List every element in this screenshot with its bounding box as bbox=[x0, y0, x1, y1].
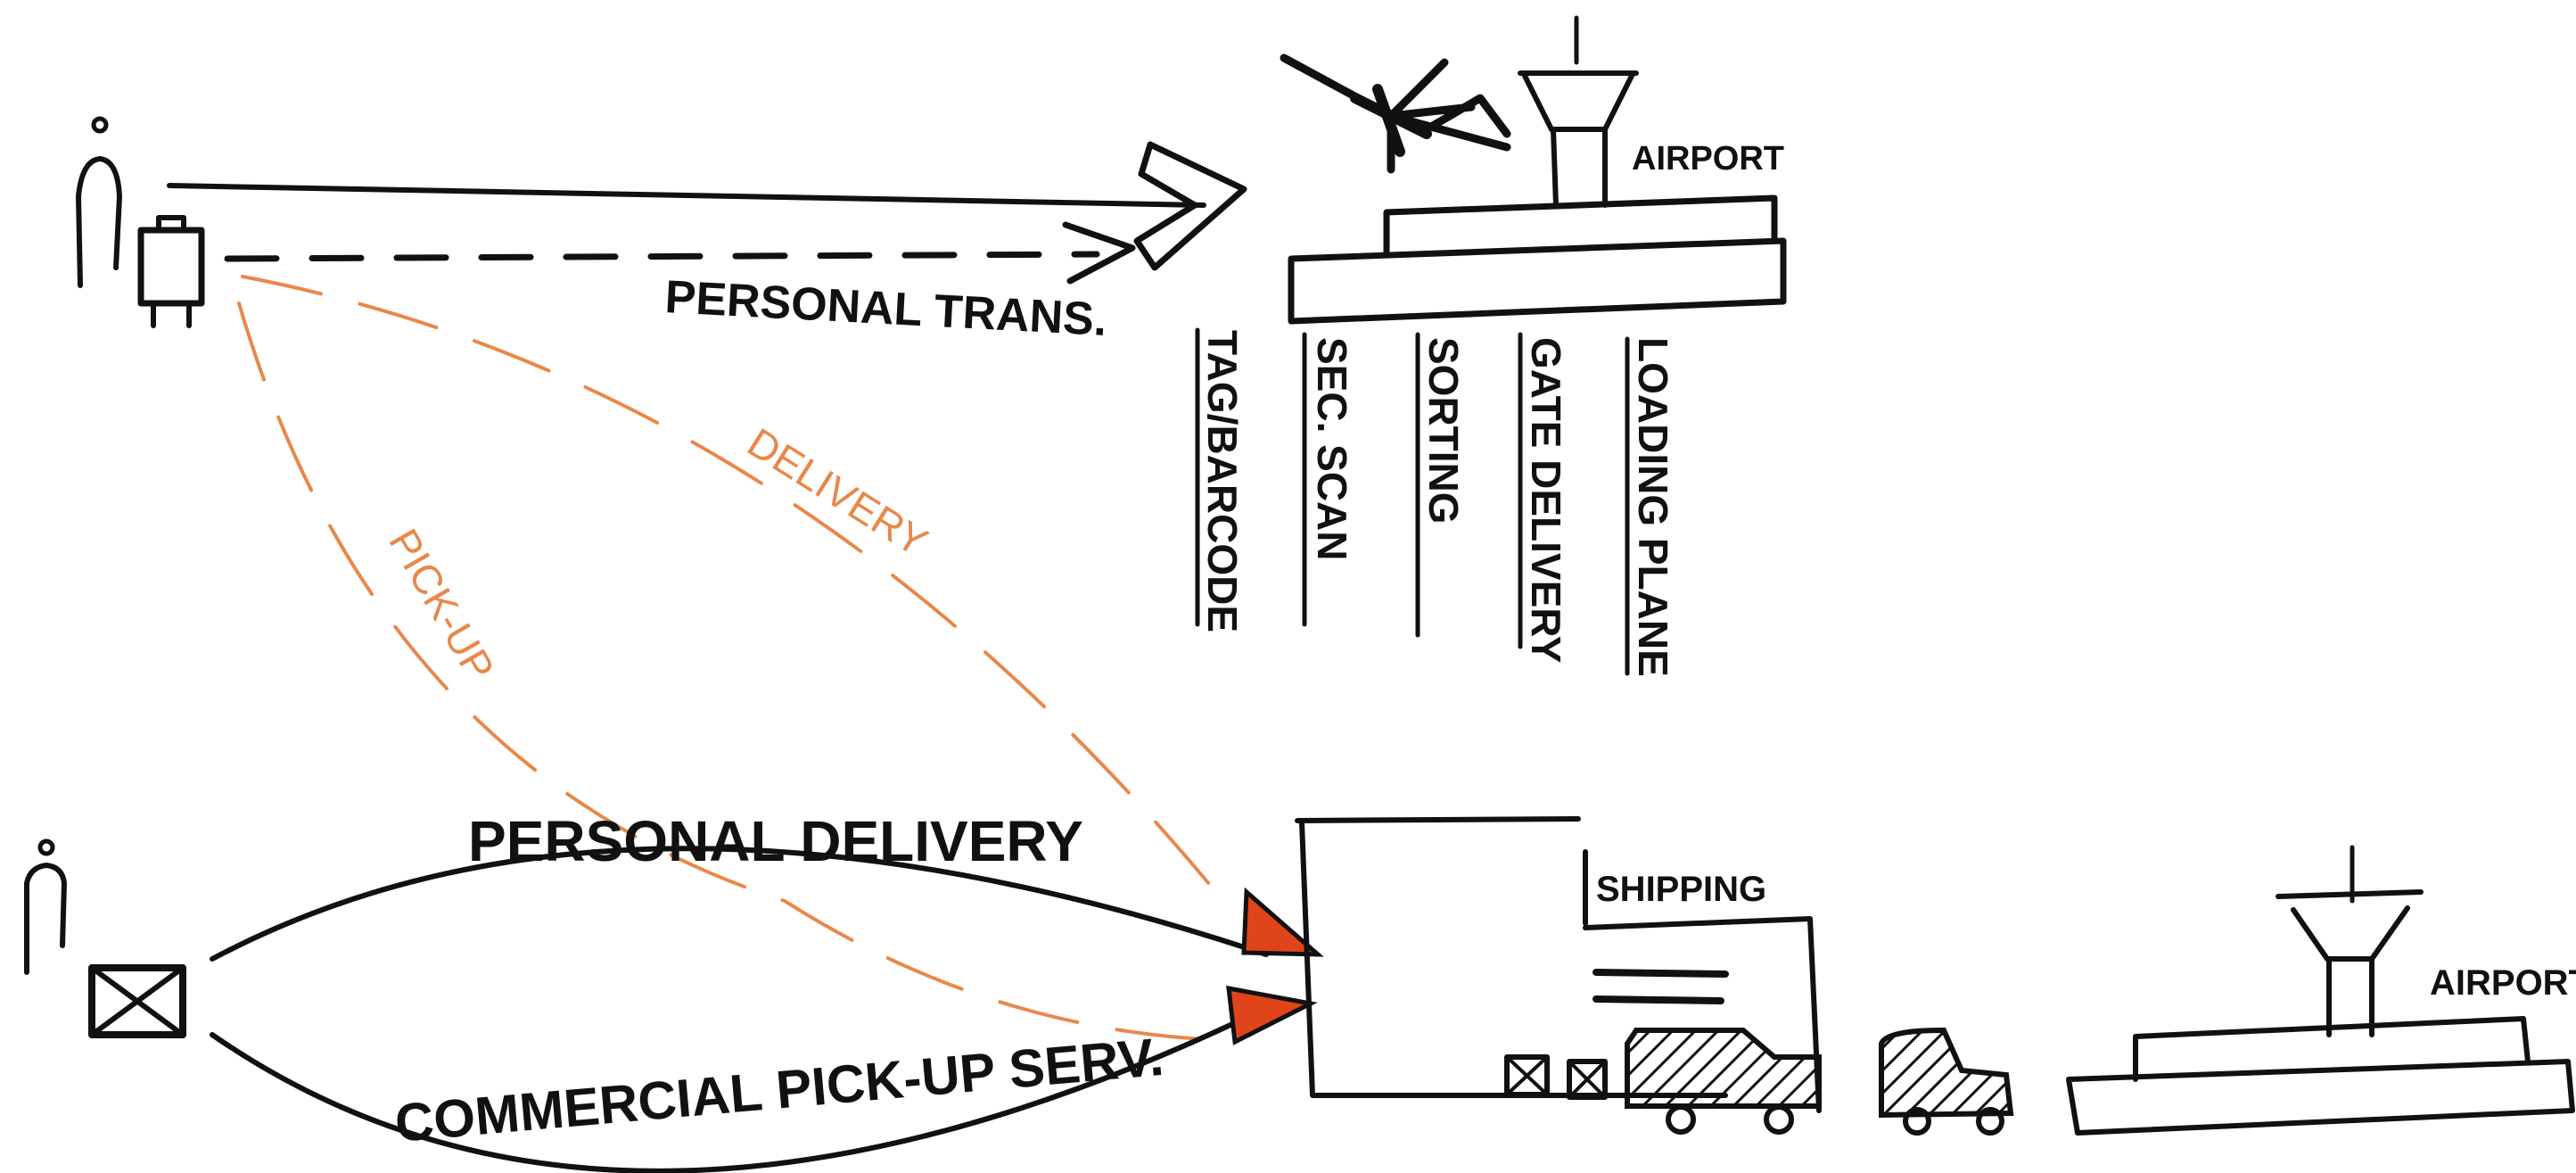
van-icon bbox=[1881, 1030, 2011, 1133]
personal-trans-label: PERSONAL TRANS. bbox=[663, 271, 1107, 346]
parcel-boxes bbox=[1507, 1057, 1605, 1097]
delivery-label: DELIVERY bbox=[740, 418, 936, 565]
control-tower-bottom-icon bbox=[2278, 847, 2421, 1035]
red-arrowhead-icon bbox=[1229, 988, 1311, 1042]
step-sec-scan: SEC. SCAN bbox=[1309, 337, 1355, 560]
step-sorting: SORTING bbox=[1420, 337, 1467, 525]
airplane-icon bbox=[1284, 58, 1507, 169]
orange-pickup-line bbox=[239, 303, 1204, 1039]
terminal-building-top bbox=[1291, 198, 1783, 321]
step-tag-barcode: TAG/BARCODE bbox=[1199, 330, 1246, 632]
package-box-icon bbox=[92, 968, 183, 1035]
airport-top-label: AIRPORT bbox=[1632, 140, 1784, 178]
sender-figure-bottom bbox=[27, 841, 64, 972]
suitcase-icon bbox=[141, 218, 202, 326]
shipping-label: SHIPPING bbox=[1596, 870, 1766, 909]
process-steps: TAG/BARCODE SEC. SCAN SORTING GATE DELIV… bbox=[1197, 330, 1676, 677]
control-tower-icon bbox=[1520, 18, 1636, 205]
step-loading-plane: LOADING PLANE bbox=[1630, 337, 1676, 677]
delivery-truck-icon bbox=[1627, 1030, 1819, 1132]
solid-arrow-to-airport bbox=[169, 145, 1244, 268]
pick-up-label: PICK-UP bbox=[380, 521, 503, 689]
airport-bottom-label: AIRPORT bbox=[2430, 963, 2576, 1003]
terminal-building-bottom bbox=[2069, 1019, 2572, 1133]
commercial-pickup-label: COMMERCIAL PICK-UP SERV. bbox=[392, 1027, 1165, 1153]
step-gate-delivery: GATE DELIVERY bbox=[1523, 337, 1569, 663]
traveler-figure-top bbox=[78, 119, 119, 285]
personal-delivery-label: PERSONAL DELIVERY bbox=[468, 809, 1083, 873]
